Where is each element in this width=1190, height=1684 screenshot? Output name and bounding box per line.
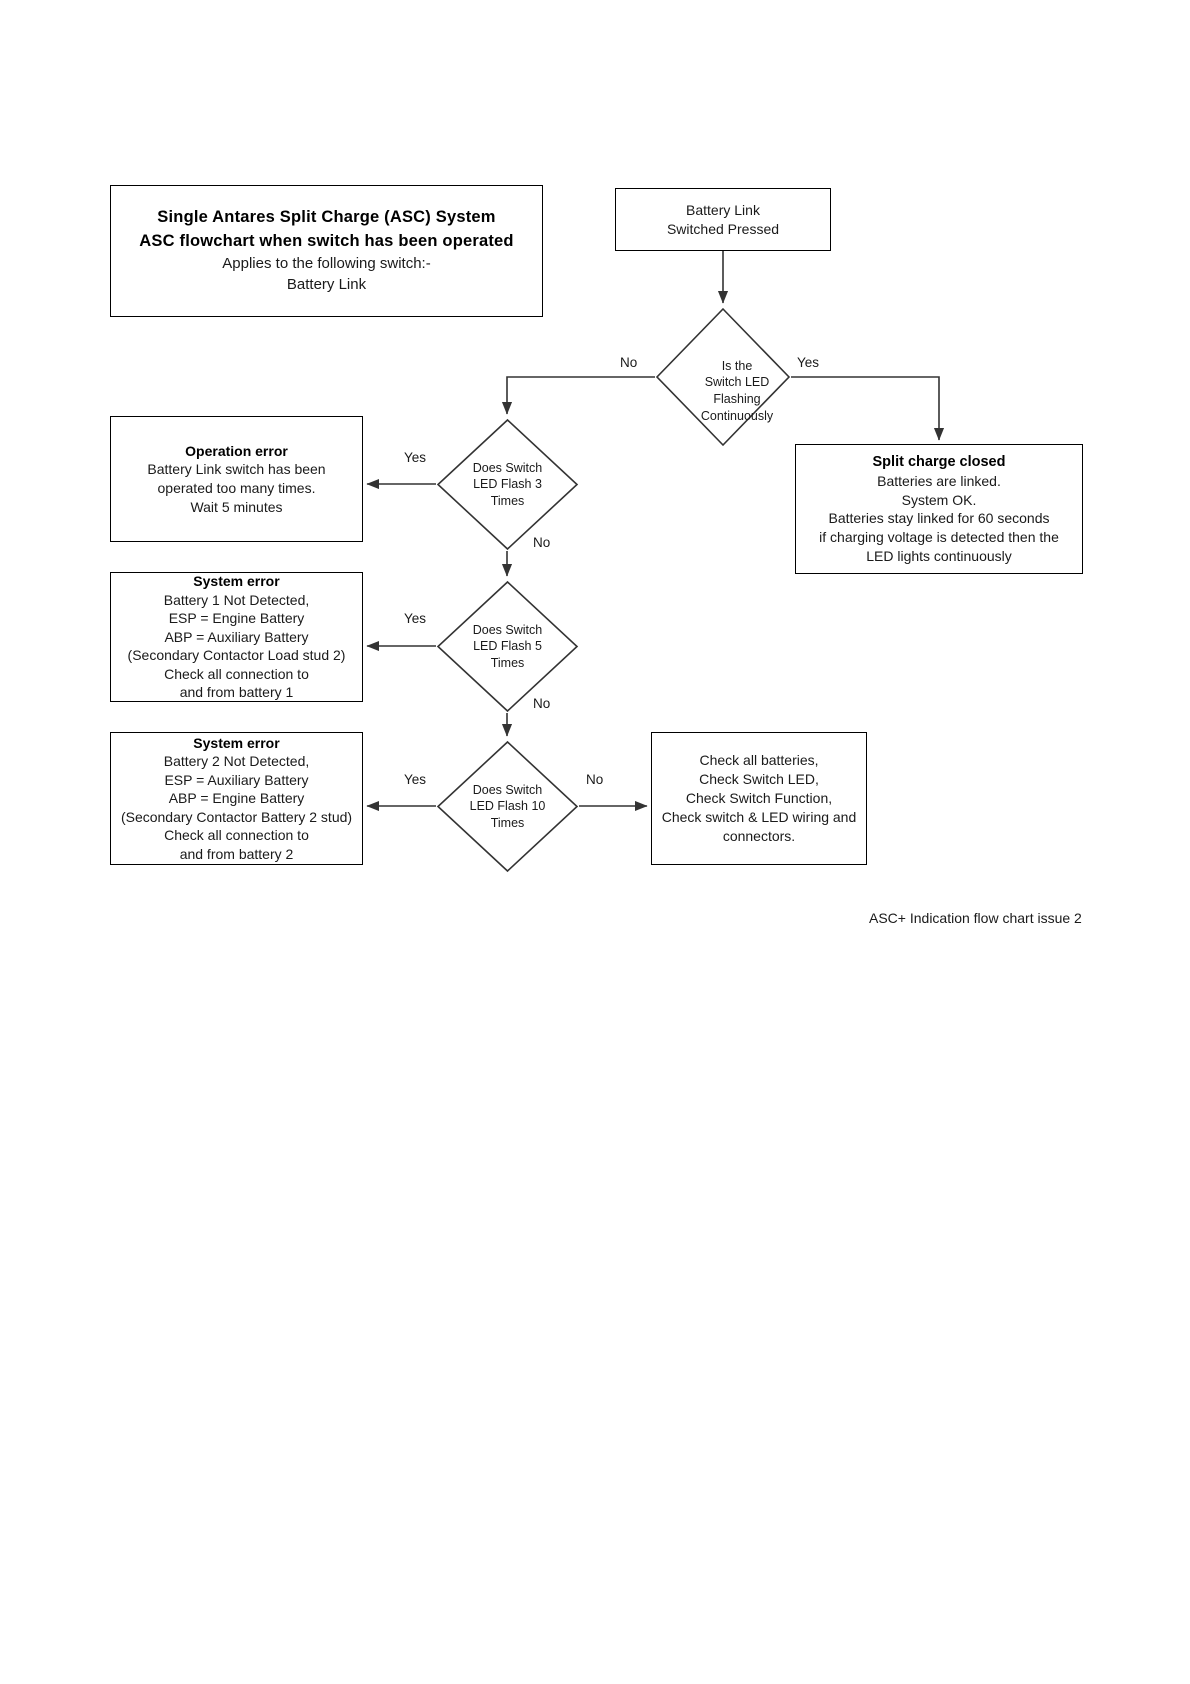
- decision3-line-2: LED Flash 5: [473, 639, 542, 654]
- title-line-1: Single Antares Split Charge (ASC) System: [157, 208, 496, 227]
- check-all-line-3: Check Switch Function,: [685, 789, 833, 806]
- decision-switch-led-flashing: Is the Switch LED Flashing Continuously: [655, 307, 791, 447]
- start-line-2: Switched Pressed: [666, 220, 780, 237]
- edge-label-flashing-no: No: [620, 355, 638, 370]
- edge-label-flash10-no: No: [586, 772, 604, 787]
- split-closed-line-1: Split charge closed: [872, 453, 1006, 470]
- operation-error-line-4: Wait 5 minutes: [190, 498, 283, 515]
- node-system-error-battery-1: System error Battery 1 Not Detected, ESP…: [110, 572, 363, 702]
- system-error-2-line-5: (Secondary Contactor Battery 2 stud): [120, 808, 353, 825]
- check-all-line-4: Check switch & LED wiring and: [661, 809, 857, 826]
- system-error-1-line-4: ABP = Auxiliary Battery: [164, 628, 309, 645]
- system-error-2-line-1: System error: [193, 734, 280, 751]
- decision1-line-1: Is the: [721, 358, 753, 373]
- node-start-battery-link: Battery Link Switched Pressed: [615, 188, 831, 251]
- check-all-line-1: Check all batteries,: [699, 751, 819, 768]
- edge-flashing-no: [501, 376, 655, 415]
- system-error-2-line-4: ABP = Engine Battery: [168, 790, 305, 807]
- split-closed-line-4: Batteries stay linked for 60 seconds: [828, 510, 1050, 527]
- system-error-1-line-5: (Secondary Contactor Load stud 2): [127, 647, 346, 664]
- check-all-line-5: connectors.: [722, 828, 796, 845]
- node-check-all: Check all batteries, Check Switch LED, C…: [651, 732, 867, 865]
- system-error-1-line-6: Check all connection to: [164, 665, 309, 682]
- system-error-1-line-3: ESP = Engine Battery: [168, 610, 305, 627]
- split-closed-line-3: System OK.: [901, 491, 977, 508]
- system-error-1-line-1: System error: [193, 573, 280, 590]
- node-split-charge-closed: Split charge closed Batteries are linked…: [795, 444, 1083, 574]
- split-closed-line-5: if charging voltage is detected then the: [819, 528, 1059, 545]
- start-line-1: Battery Link: [686, 201, 760, 218]
- title-line-4: Battery Link: [286, 276, 367, 294]
- edge-flashing-yes: [791, 376, 945, 441]
- operation-error-line-1: Operation error: [185, 442, 288, 459]
- system-error-1-line-2: Battery 1 Not Detected,: [163, 591, 310, 608]
- decision2-line-3: Times: [490, 493, 525, 508]
- edge-label-flash5-no: No: [533, 696, 551, 711]
- edge-label-flash5-yes: Yes: [404, 611, 427, 626]
- title-line-2: ASC flowchart when switch has been opera…: [139, 231, 514, 250]
- system-error-1-line-7: and from battery 1: [179, 684, 294, 701]
- footer-note: ASC+ Indication flow chart issue 2: [869, 910, 1082, 926]
- decision4-line-3: Times: [490, 815, 525, 830]
- decision4-line-1: Does Switch: [472, 782, 543, 797]
- check-all-line-2: Check Switch LED,: [699, 770, 819, 787]
- system-error-2-line-2: Battery 2 Not Detected,: [163, 753, 310, 770]
- edge-label-flashing-yes: Yes: [797, 355, 820, 370]
- decision-led-flash-5-times: Does Switch LED Flash 5 Times: [436, 580, 579, 713]
- operation-error-line-2: Battery Link switch has been: [147, 461, 326, 478]
- decision1-line-4: Continuously: [700, 408, 774, 423]
- title-block: Single Antares Split Charge (ASC) System…: [110, 185, 543, 317]
- operation-error-line-3: operated too many times.: [157, 480, 316, 496]
- decision1-line-2: Switch LED: [704, 375, 770, 390]
- edge-label-flash10-yes: Yes: [404, 772, 427, 787]
- edge-label-flash3-no: No: [533, 535, 551, 550]
- node-system-error-battery-2: System error Battery 2 Not Detected, ESP…: [110, 732, 363, 865]
- system-error-2-line-7: and from battery 2: [179, 845, 294, 862]
- decision4-line-2: LED Flash 10: [469, 799, 546, 814]
- decision3-line-3: Times: [490, 655, 525, 670]
- edge-label-flash3-yes: Yes: [404, 450, 427, 465]
- title-line-3: Applies to the following switch:-: [222, 255, 431, 273]
- split-closed-line-2: Batteries are linked.: [877, 473, 1001, 490]
- decision-led-flash-3-times: Does Switch LED Flash 3 Times: [436, 418, 579, 551]
- decision3-line-1: Does Switch: [472, 622, 543, 637]
- node-operation-error: Operation error Battery Link switch has …: [110, 416, 363, 542]
- split-closed-line-6: LED lights continuously: [866, 547, 1012, 564]
- decision1-line-3: Flashing: [713, 392, 761, 406]
- decision2-line-1: Does Switch: [472, 460, 543, 475]
- decision-led-flash-10-times: Does Switch LED Flash 10 Times: [436, 740, 579, 873]
- system-error-2-line-6: Check all connection to: [164, 827, 309, 844]
- decision2-line-2: LED Flash 3: [473, 477, 542, 492]
- system-error-2-line-3: ESP = Auxiliary Battery: [164, 771, 309, 788]
